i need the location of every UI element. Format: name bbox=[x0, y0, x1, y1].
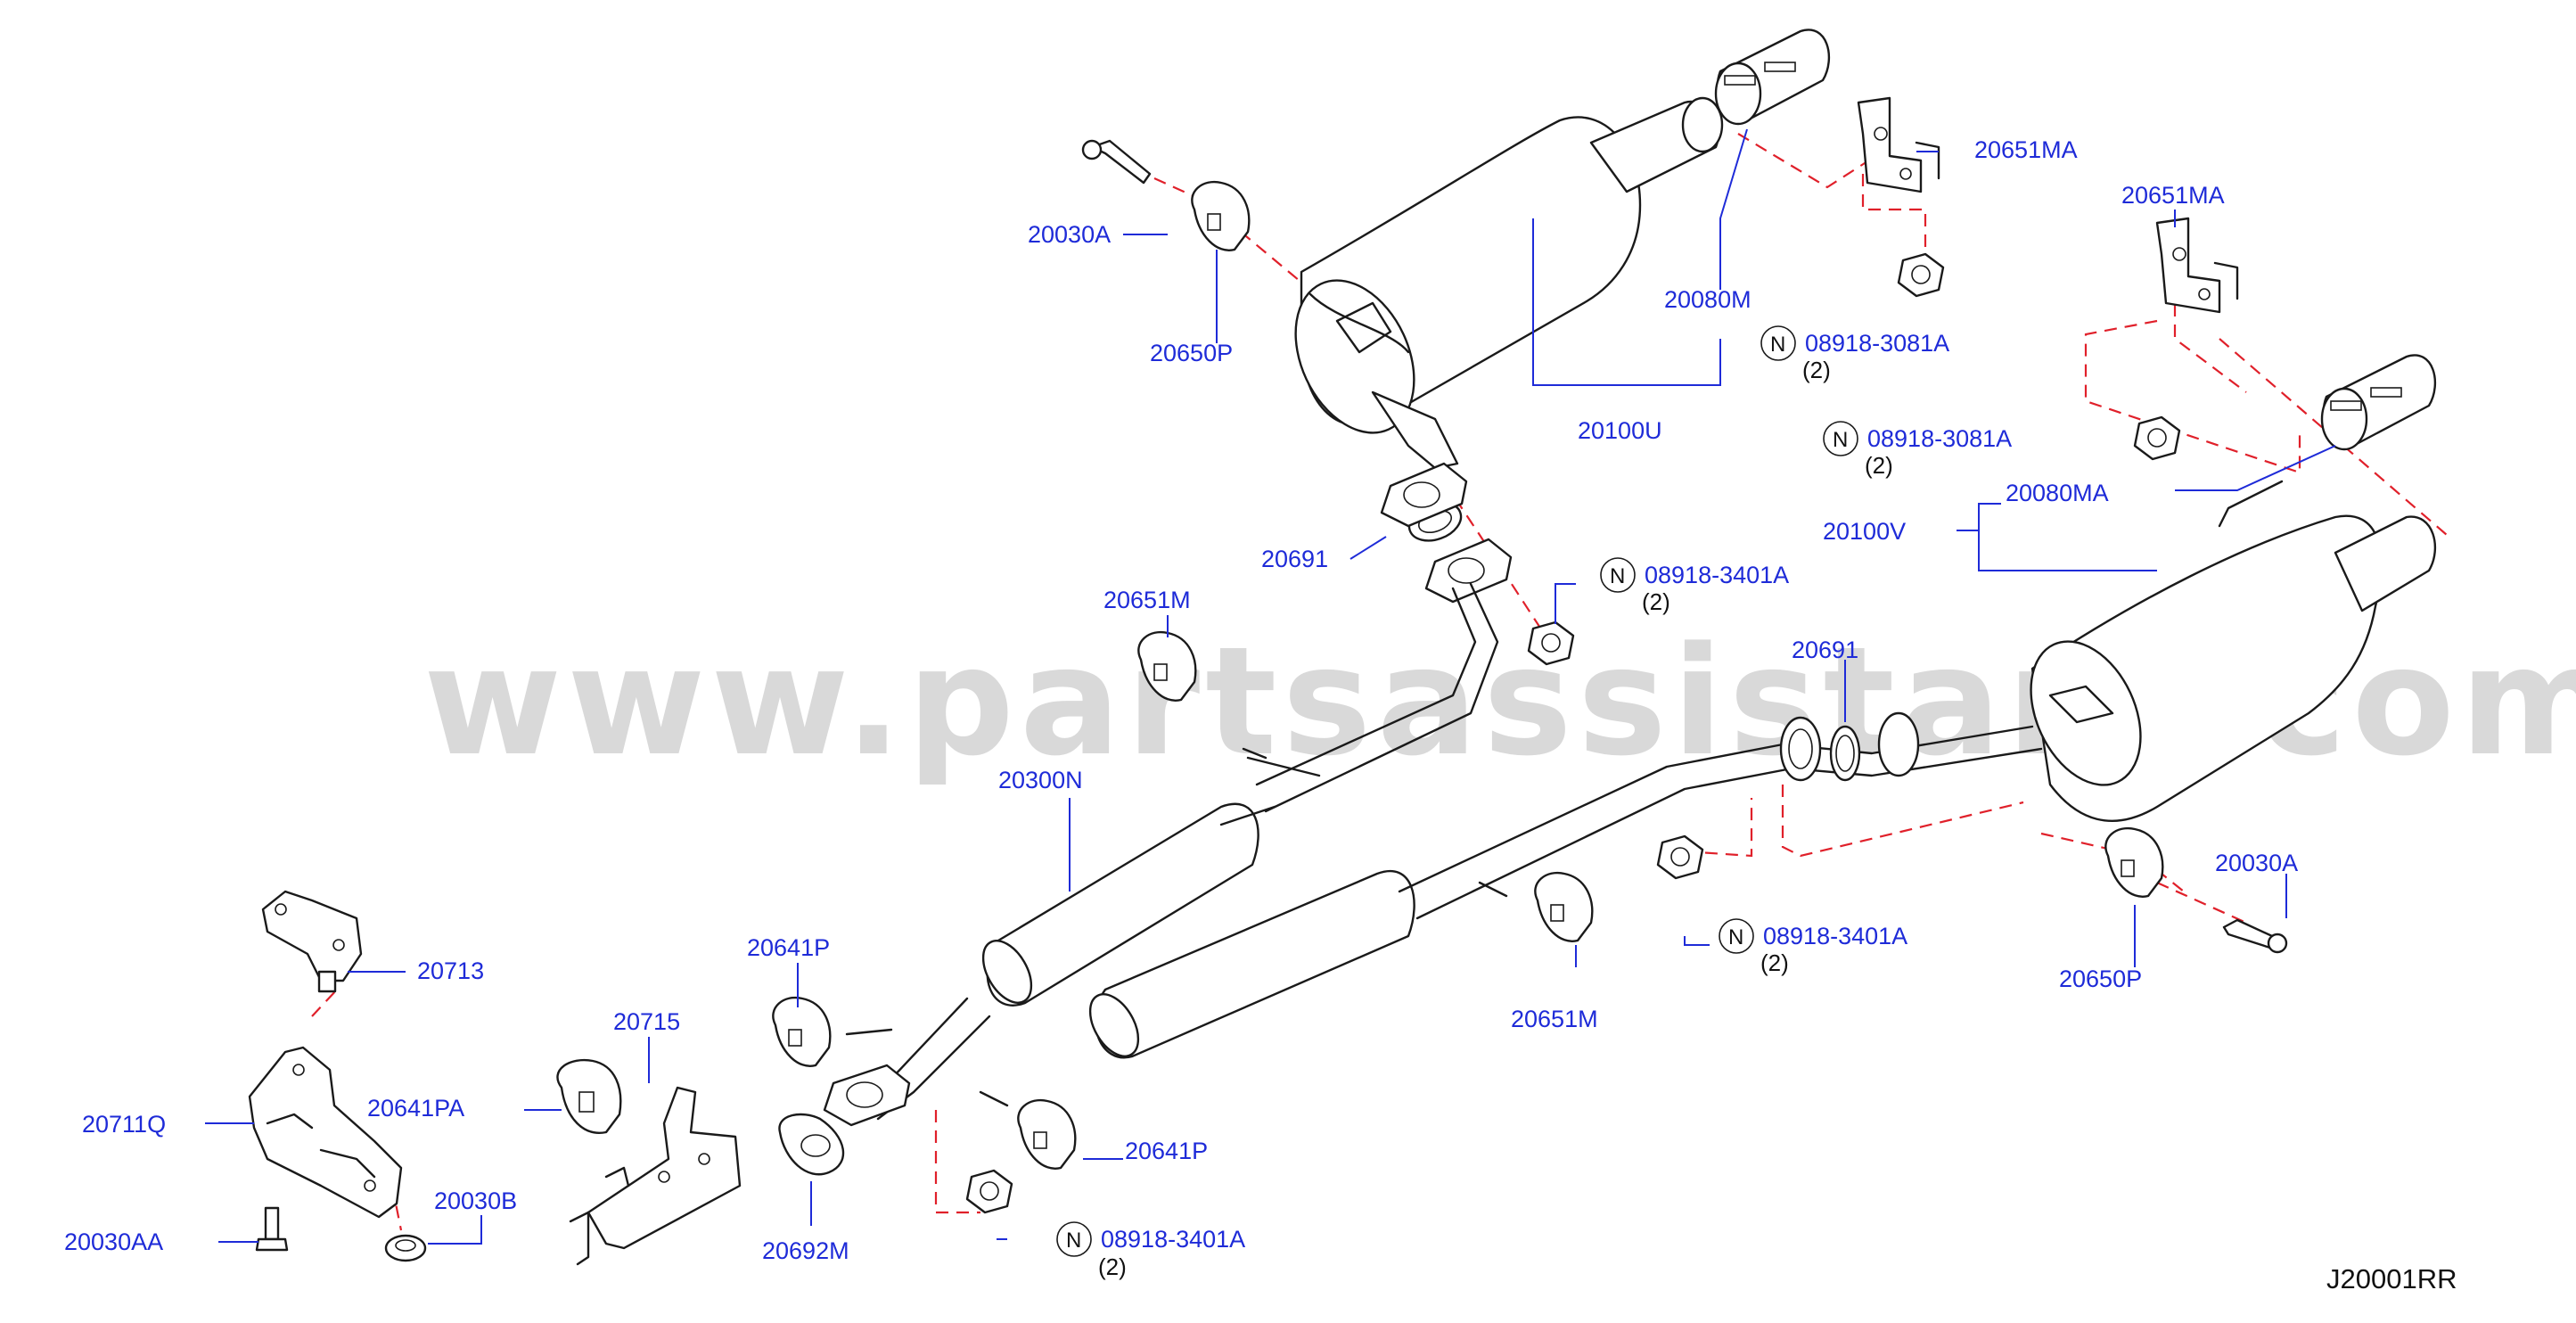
nut-callout-5: N 08918-3401A (2) bbox=[1056, 1221, 1245, 1280]
label-20030A-left: 20030A bbox=[1028, 221, 1111, 248]
svg-text:(2): (2) bbox=[1802, 357, 1831, 383]
nut-middle-right bbox=[2133, 415, 2181, 461]
bolt-20030A-left bbox=[1081, 139, 1152, 185]
callout-labels: 20030A 20650P 20080M 20651MA 20651MA 201… bbox=[64, 136, 2298, 1264]
bracket-20713 bbox=[261, 890, 363, 993]
label-20100U: 20100U bbox=[1578, 417, 1662, 444]
hanger-rubber-20651M-bottom bbox=[1534, 871, 1594, 942]
svg-text:N: N bbox=[1770, 333, 1785, 357]
svg-text:(2): (2) bbox=[1098, 1253, 1127, 1280]
tail-tip-right bbox=[2320, 354, 2436, 451]
label-20691-left: 20691 bbox=[1261, 546, 1328, 572]
tail-tip-left bbox=[1714, 29, 1830, 126]
label-20100V: 20100V bbox=[1823, 518, 1906, 545]
label-20691-right: 20691 bbox=[1792, 637, 1858, 663]
label-20030A-right: 20030A bbox=[2215, 850, 2298, 876]
label-20641P-top: 20641P bbox=[747, 934, 830, 961]
nut-top bbox=[1897, 252, 1945, 298]
label-20300N: 20300N bbox=[998, 767, 1083, 793]
label-20641PA: 20641PA bbox=[367, 1095, 464, 1122]
hanger-rubber-20641P-top bbox=[772, 996, 832, 1067]
hanger-rubber-20641P-bottom bbox=[1017, 1098, 1077, 1170]
svg-text:N: N bbox=[1728, 925, 1743, 949]
label-20715: 20715 bbox=[613, 1008, 680, 1035]
label-20711Q: 20711Q bbox=[82, 1111, 166, 1138]
nut-callout-2: N 08918-3081A (2) bbox=[1823, 421, 2012, 479]
flange-pipe-left bbox=[1380, 462, 1513, 604]
label-20651MA-right: 20651MA bbox=[2121, 182, 2225, 209]
svg-text:08918-3401A: 08918-3401A bbox=[1645, 562, 1789, 588]
svg-text:08918-3401A: 08918-3401A bbox=[1101, 1226, 1245, 1253]
label-20651M-top: 20651M bbox=[1103, 587, 1191, 613]
flange-gasket-20692M bbox=[778, 1064, 911, 1176]
label-20030B: 20030B bbox=[434, 1187, 517, 1214]
nut-08918-3401A-bottom bbox=[965, 1169, 1013, 1214]
nut-callout-3: N 08918-3401A (2) bbox=[1600, 557, 1789, 615]
label-20692M: 20692M bbox=[762, 1237, 849, 1264]
svg-text:N: N bbox=[1610, 564, 1625, 588]
svg-text:N: N bbox=[1833, 428, 1848, 452]
hanger-rubber-20650P-left bbox=[1191, 180, 1251, 251]
nut-callout-1: N 08918-3081A (2) bbox=[1760, 325, 1949, 383]
nut-callouts: N 08918-3081A (2) N 08918-3081A (2) N 08… bbox=[1056, 325, 2012, 1280]
front-pipe-20300N bbox=[845, 582, 2043, 1121]
svg-text:08918-3081A: 08918-3081A bbox=[1805, 330, 1949, 357]
nut-08918-3401A-mid bbox=[1656, 834, 1704, 880]
flange-gasket-right bbox=[1779, 711, 1920, 782]
bolt-20030A-right bbox=[2222, 918, 2288, 954]
hanger-rubber-20641PA bbox=[556, 1058, 622, 1134]
nut-callout-4: N 08918-3401A (2) bbox=[1719, 918, 1907, 976]
label-20641P-bottom: 20641P bbox=[1125, 1138, 1208, 1164]
svg-text:(2): (2) bbox=[1865, 452, 1893, 479]
label-20650P-right: 20650P bbox=[2059, 966, 2142, 992]
bracket-20651MA-top bbox=[1857, 96, 1940, 193]
rear-muffler-right bbox=[2030, 480, 2436, 822]
heat-shield-20711Q bbox=[248, 1046, 403, 1219]
bracket-20715 bbox=[569, 1086, 742, 1266]
hanger-rubber-20651M-top bbox=[1137, 630, 1197, 702]
bracket-20651MA-right bbox=[2155, 217, 2239, 314]
label-20651M-bottom: 20651M bbox=[1511, 1006, 1598, 1032]
svg-text:(2): (2) bbox=[1642, 588, 1670, 615]
svg-text:(2): (2) bbox=[1760, 949, 1789, 976]
nut-20030B bbox=[384, 1234, 427, 1262]
leader-lines bbox=[205, 128, 2336, 1245]
label-20713: 20713 bbox=[417, 957, 484, 984]
hanger-rubber-20650P-right bbox=[2104, 826, 2164, 898]
svg-text:08918-3081A: 08918-3081A bbox=[1867, 425, 2012, 452]
label-20030AA: 20030AA bbox=[64, 1228, 163, 1255]
diagram-code: J20001RR bbox=[2326, 1263, 2457, 1294]
bolt-20030AA bbox=[255, 1206, 289, 1252]
label-20650P-left: 20650P bbox=[1150, 340, 1233, 366]
svg-text:N: N bbox=[1066, 1228, 1081, 1253]
label-20080M: 20080M bbox=[1664, 286, 1752, 313]
label-20080MA: 20080MA bbox=[2006, 480, 2109, 506]
svg-text:08918-3401A: 08918-3401A bbox=[1763, 923, 1907, 949]
label-20651MA-top: 20651MA bbox=[1974, 136, 2078, 163]
rear-muffler-left bbox=[1294, 96, 1724, 470]
